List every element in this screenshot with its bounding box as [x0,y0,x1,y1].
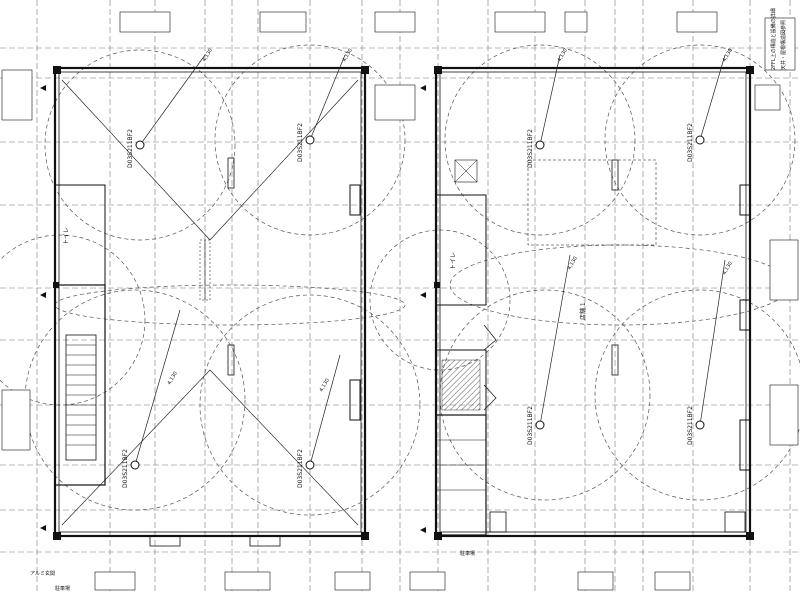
equipment-code-labels: D03S211BF2 D03S211BF2 D03S211BF2 D03S211… [122,123,694,488]
equipment-code: D03S211BF2 [122,449,129,488]
sensor-dots [130,135,705,470]
equipment-code: D03S211BF2 [297,123,304,162]
equipment-code: D03S211BF2 [527,129,534,168]
fixture-code: 4,130 [319,378,331,393]
equipment-code: D03S211BF2 [297,449,304,488]
bottom-note-right: 駐車場 [460,550,475,557]
right-room-label: 店舗 1 [579,302,587,320]
equipment-code: D03S211BF2 [127,129,134,168]
right-building [434,66,752,538]
leader-lines [134,54,726,466]
arrow-marks [40,85,426,533]
top-right-note-line-1: 2FFL上の構造と設備の詳細 [770,8,777,70]
top-right-note-line-2: 天井・屋根構造図参照 [780,20,787,70]
equipment-code: D03S211BF2 [687,406,694,445]
fixture-code: 4,130 [167,371,179,386]
right-toilet-label: トイレ [450,252,457,270]
equipment-code: D03S211BF2 [527,406,534,445]
fixture-code: 4,130 [557,48,569,63]
left-building [53,66,367,547]
bottom-note-left-1: アルミ玄関 [30,570,55,577]
bottom-note-left-2: 駐車場 [55,585,70,592]
top-tag-blocks [1,11,799,591]
left-toilet-label: トイレ [63,227,70,245]
column-marks [53,66,754,540]
fixture-code: 4,130 [722,48,734,63]
fixture-code: 4,130 [567,256,579,271]
top-right-note: 2FFL上の構造と設備の詳細 天井・屋根構造図参照 [764,8,796,71]
fixture-code: 4,130 [342,48,354,63]
fixture-code: 4,130 [202,48,214,63]
coverage-circles [0,44,800,516]
fixture-code: 4,130 [722,261,734,276]
fixture-labels: 4,130 4,130 4,130 4,130 4,130 4,130 4,13… [167,48,734,393]
equipment-code: D03S211BF2 [687,123,694,162]
